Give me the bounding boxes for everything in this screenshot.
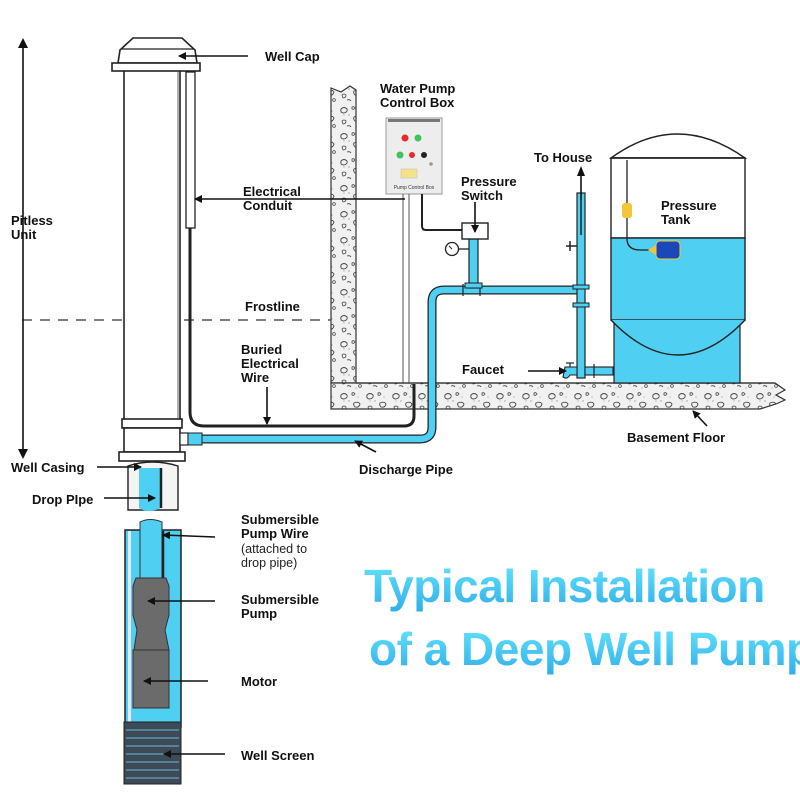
start-button-icon <box>414 134 422 142</box>
label-pressure-tank-line2: Tank <box>661 212 691 227</box>
indicator-green-icon <box>396 151 404 159</box>
label-frostline: Frostline <box>245 299 300 314</box>
label-buried-wire-line2: Electrical <box>241 356 299 371</box>
label-control-box-line1: Water Pump <box>380 81 455 96</box>
discharge-pipe <box>187 284 578 446</box>
well-casing-upper <box>123 69 196 421</box>
label-pressure-switch-line1: Pressure <box>461 174 517 189</box>
label-faucet: Faucet <box>462 362 505 377</box>
pump-control-box: Pump Control Box <box>385 117 462 384</box>
label-discharge-pipe: Discharge Pipe <box>359 462 453 477</box>
label-basement-floor: Basement Floor <box>627 430 725 445</box>
float-switch-icon <box>655 240 681 260</box>
label-pitless-unit-line1: Pitless <box>11 213 53 228</box>
control-box-plate-text: Pump Control Box <box>394 185 435 191</box>
label-buried-wire-line3: Wire <box>241 370 269 385</box>
label-submersible-pump-line2: Pump <box>241 606 277 621</box>
submersible-pump-body <box>132 577 170 651</box>
stop-button-icon <box>401 134 409 142</box>
label-pump-wire-line3: (attached to <box>241 542 307 556</box>
label-pump-wire-line1: Submersible <box>241 512 319 527</box>
pressure-switch-assembly <box>444 222 489 289</box>
label-well-screen: Well Screen <box>241 748 315 763</box>
label-pump-wire-line4: drop pipe) <box>241 556 297 570</box>
label-electrical-conduit-line2: Conduit <box>243 198 293 213</box>
label-submersible-pump-line1: Submersible <box>241 592 319 607</box>
house-supply-riser <box>566 166 614 379</box>
label-pitless-unit-line2: Unit <box>11 227 37 242</box>
motor-body <box>132 649 170 709</box>
label-control-box-line2: Control Box <box>380 95 455 110</box>
label-buried-wire-line1: Buried <box>241 342 282 357</box>
pitless-unit-span-arrow <box>18 38 28 459</box>
title-line2: of a Deep Well Pump <box>369 623 800 675</box>
float-weight-icon <box>622 203 632 218</box>
label-pressure-switch-line2: Switch <box>461 188 503 203</box>
well-screen <box>123 721 182 785</box>
indicator-red-icon <box>409 152 415 158</box>
label-drop-pipe: Drop PIpe <box>32 492 93 507</box>
label-pump-wire-line2: Pump Wire <box>241 526 309 541</box>
foundation-wall <box>330 85 357 384</box>
buried-electrical-wire <box>188 228 416 428</box>
well-cap <box>111 37 201 72</box>
label-well-cap: Well Cap <box>265 49 320 64</box>
leader-arrows <box>97 52 708 758</box>
basement-floor-slab <box>330 382 787 410</box>
title-line1: Typical Installation <box>364 560 765 612</box>
label-electrical-conduit-line1: Electrical <box>243 184 301 199</box>
selector-knob-icon <box>421 152 427 158</box>
label-well-casing: Well Casing <box>11 460 85 475</box>
label-pressure-tank-line1: Pressure <box>661 198 717 213</box>
pitless-adapter <box>118 418 189 462</box>
pressure-tank <box>608 133 748 384</box>
label-motor: Motor <box>241 674 277 689</box>
label-to-house: To House <box>534 150 592 165</box>
